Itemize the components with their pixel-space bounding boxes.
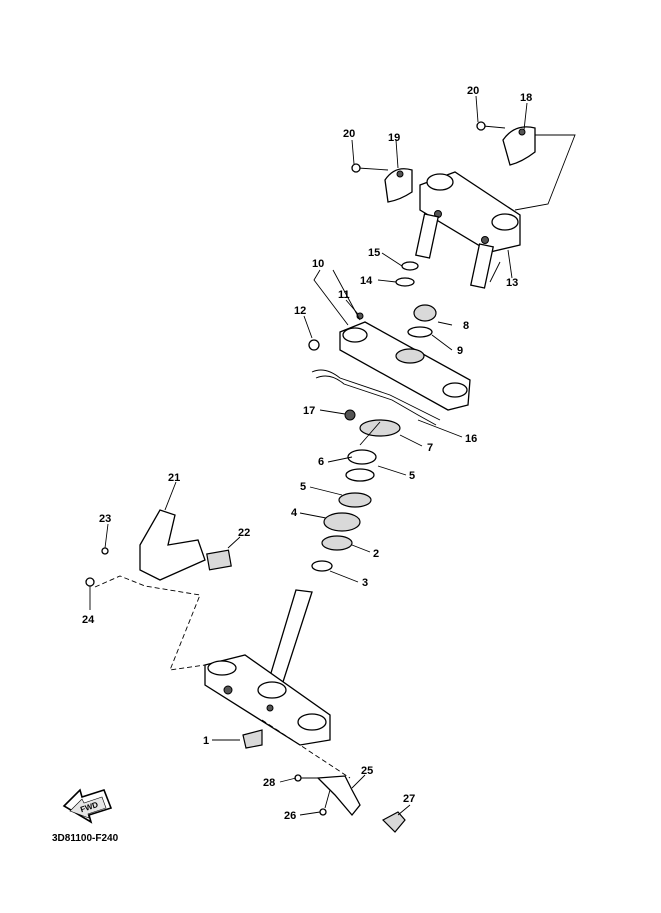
upper-bracket	[308, 312, 471, 411]
leader-lines	[89, 95, 528, 816]
label-part-5b: 5	[409, 470, 415, 482]
label-part-28: 28	[263, 777, 275, 789]
label-part-26: 26	[284, 810, 296, 822]
label-part-11: 11	[338, 289, 350, 301]
label-part-14: 14	[360, 275, 373, 287]
label-part-20b: 20	[343, 128, 355, 140]
fwd-arrow-icon: FWD	[62, 788, 113, 824]
label-part-15: 15	[368, 247, 380, 259]
bearing-stack	[311, 449, 377, 572]
washer-group-upper	[395, 261, 437, 338]
label-part-18: 18	[520, 92, 532, 104]
label-part-22: 22	[238, 527, 250, 539]
label-part-24: 24	[82, 614, 95, 626]
hose-guide	[261, 719, 406, 833]
label-part-1: 1	[203, 735, 209, 747]
label-part-27: 27	[403, 793, 415, 805]
label-part-12: 12	[294, 305, 306, 317]
label-part-16: 16	[465, 433, 477, 445]
lower-bracket	[204, 589, 331, 749]
handlebar-holder-assembly	[351, 121, 576, 289]
cable-guide	[311, 369, 441, 446]
diagram-code: 3D81100-F240	[52, 833, 119, 844]
label-part-20a: 20	[467, 85, 479, 97]
label-part-7: 7	[427, 442, 433, 454]
label-part-10: 10	[312, 258, 324, 270]
label-part-4: 4	[291, 507, 298, 519]
label-part-2: 2	[373, 548, 379, 560]
label-part-9: 9	[457, 345, 463, 357]
label-part-13: 13	[506, 277, 518, 289]
label-part-19: 19	[388, 132, 400, 144]
label-part-25: 25	[361, 765, 373, 777]
label-part-3: 3	[362, 577, 368, 589]
label-part-6: 6	[318, 456, 324, 468]
meter-bracket	[85, 509, 232, 671]
part-labels: 1 2 3 4 5 5 6 7 8 9 10 11 12 13 14 15 16…	[82, 85, 532, 822]
label-part-5a: 5	[300, 481, 306, 493]
label-part-17: 17	[303, 405, 315, 417]
label-part-23: 23	[99, 513, 111, 525]
label-part-8: 8	[463, 320, 469, 332]
label-part-21: 21	[168, 472, 180, 484]
